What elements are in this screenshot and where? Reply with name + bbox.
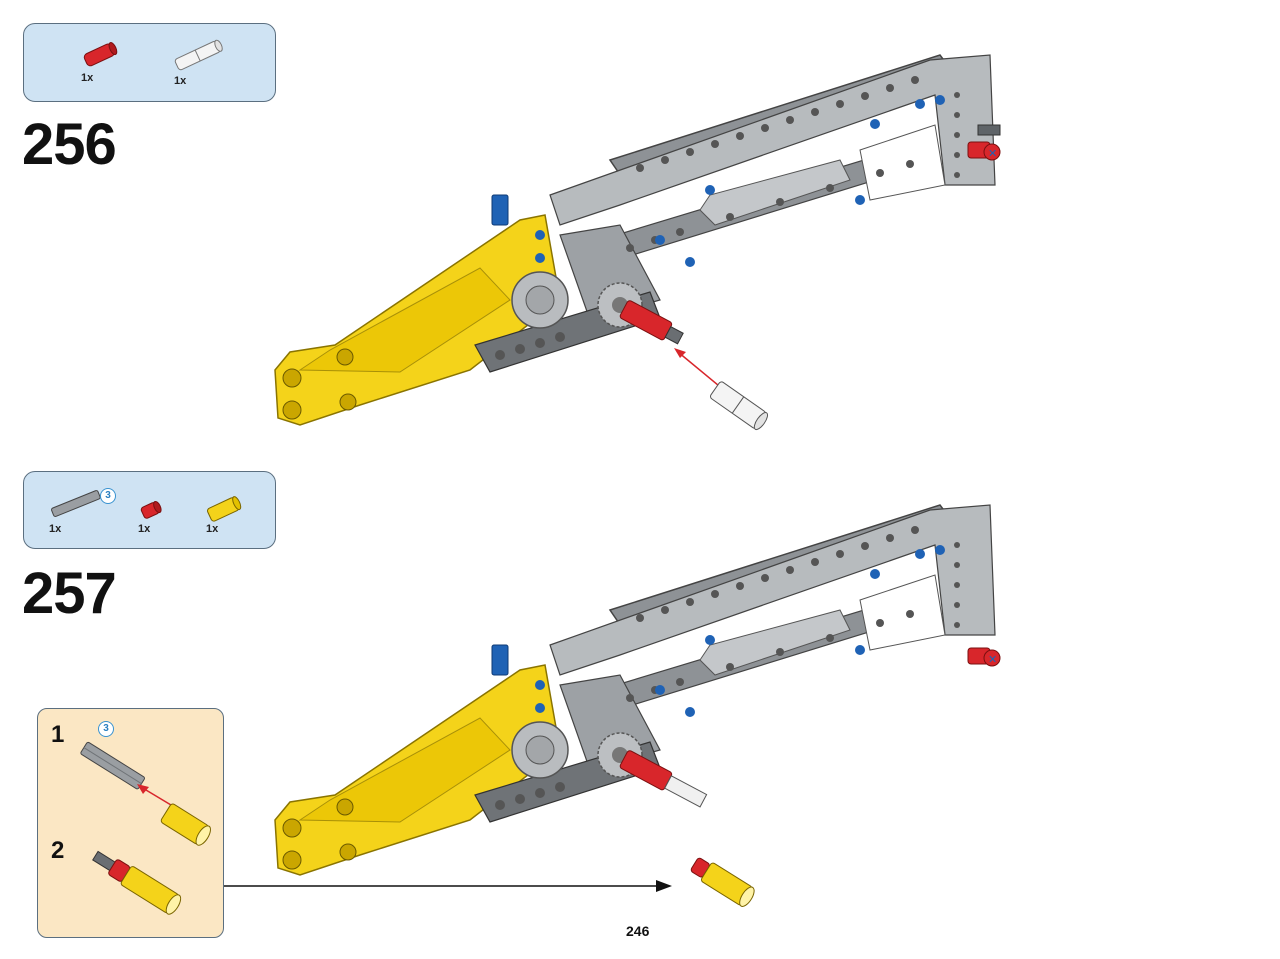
red-bush-icon — [140, 500, 162, 519]
model-illustration-step-256: ✕ — [274, 54, 1001, 431]
svg-text:✕: ✕ — [988, 147, 997, 160]
substep-number: 2 — [51, 837, 65, 864]
parts-box-step-256: 1x 1x — [23, 23, 276, 102]
svg-text:✕: ✕ — [988, 653, 997, 666]
part-qty: 1x — [138, 523, 151, 535]
white-pin-icon — [174, 39, 223, 71]
assembled-connector-icon — [92, 850, 182, 915]
substep-number: 1 — [51, 721, 65, 748]
yellow-connector-icon — [160, 803, 211, 846]
step-number: 257 — [22, 561, 117, 626]
parts-box-step-257: 3 1x 1x 1x — [23, 471, 276, 549]
red-axle-connector-icon — [83, 42, 118, 67]
part-qty: 1x — [49, 523, 62, 535]
page-number: 246 — [626, 923, 650, 939]
grey-axle-icon — [51, 490, 101, 517]
part-qty: 1x — [206, 523, 219, 535]
axle-length-badge: 3 — [100, 488, 116, 504]
substep-box: 1 3 2 — [37, 708, 224, 938]
part-qty: 1x — [174, 75, 187, 87]
yellow-connector-icon — [207, 496, 242, 522]
part-qty: 1x — [81, 72, 94, 84]
grey-axle-icon — [80, 741, 145, 790]
step-number: 256 — [22, 112, 117, 177]
axle-length-badge: 3 — [98, 721, 114, 737]
